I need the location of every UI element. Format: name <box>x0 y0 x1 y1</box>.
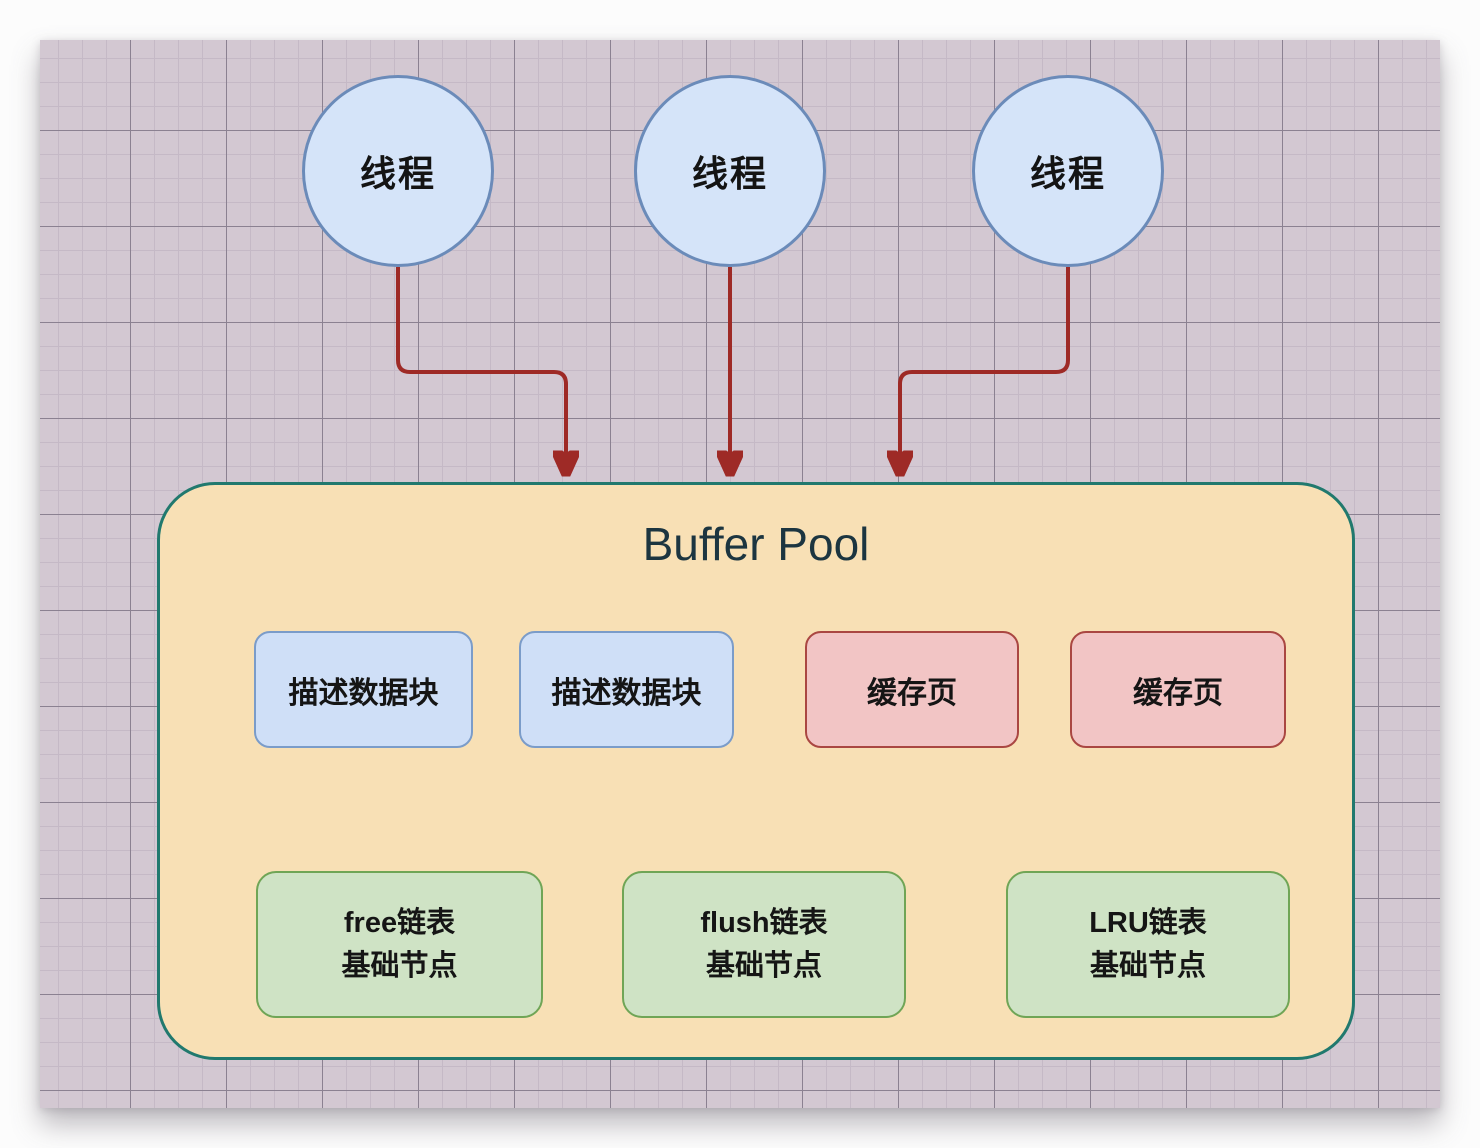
thread-label: 线程 <box>359 153 436 194</box>
thread-node-3: 线程 <box>972 75 1164 267</box>
flush-list-base-label: flush链表 基础节点 <box>700 907 828 982</box>
thread-label: 线程 <box>691 153 768 194</box>
thread-node-1: 线程 <box>302 75 494 267</box>
descriptor-block-node-1: 描述数据块 <box>254 631 473 748</box>
cache-page-node-1: 缓存页 <box>805 631 1019 748</box>
thread-node-2: 线程 <box>634 75 826 267</box>
arrow-thread1-to-buffer-pool <box>396 267 566 472</box>
lru-list-base-node: LRU链表 基础节点 <box>1006 871 1290 1018</box>
buffer-pool-title: Buffer Pool <box>642 518 870 570</box>
buffer-pool-container: Buffer Pool 描述数据块 描述数据块 缓存页 缓存页 free链表 基… <box>157 482 1355 1060</box>
diagram-canvas: 线程 线程 线程 Buffer Pool 描述数据块 <box>40 40 1440 1108</box>
free-list-base-label: free链表 基础节点 <box>341 907 458 982</box>
descriptor-block-label: 描述数据块 <box>551 676 702 710</box>
descriptor-block-node-2: 描述数据块 <box>519 631 734 748</box>
thread-label: 线程 <box>1029 153 1106 194</box>
free-list-base-node: free链表 基础节点 <box>256 871 543 1018</box>
cache-page-label: 缓存页 <box>867 676 957 710</box>
descriptor-block-label: 描述数据块 <box>288 676 439 710</box>
lru-list-base-label: LRU链表 基础节点 <box>1089 907 1207 982</box>
arrow-thread3-to-buffer-pool <box>900 267 1070 472</box>
cache-page-label: 缓存页 <box>1133 676 1223 710</box>
cache-page-node-2: 缓存页 <box>1070 631 1286 748</box>
flush-list-base-node: flush链表 基础节点 <box>622 871 906 1018</box>
